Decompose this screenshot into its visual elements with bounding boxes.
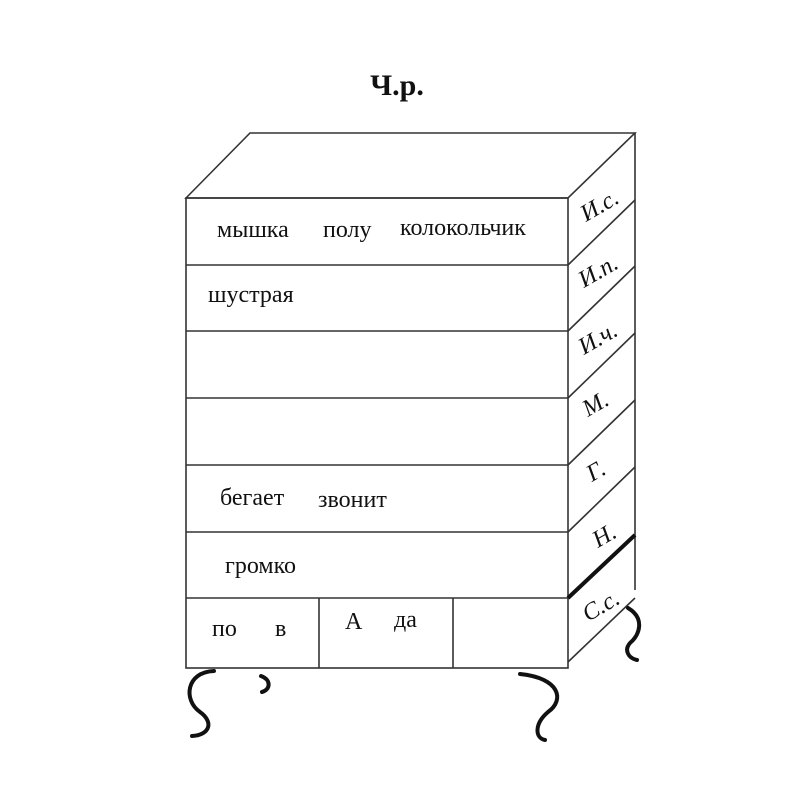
side-label: Н. (587, 519, 621, 554)
side-label: И.п. (573, 250, 623, 294)
drawer-1-word: полу (323, 217, 372, 243)
drawer-1-word: колокольчик (400, 215, 526, 241)
chest-legs (187, 606, 642, 742)
drawer-6-word: громко (225, 553, 296, 579)
drawer-1-word: мышка (217, 217, 289, 243)
chest-front (185, 197, 569, 669)
diagram-title: Ч.р. (370, 69, 424, 102)
side-label: М. (577, 387, 613, 423)
drawer-5-word: звонит (318, 487, 387, 513)
drawer-5-word: бегает (220, 485, 285, 511)
side-label: С.с. (578, 585, 624, 627)
chest-top (184, 132, 637, 199)
drawer-7-word: да (394, 607, 417, 633)
side-label: Г. (581, 456, 610, 488)
chest-side (566, 133, 637, 663)
drawer-7-word: по (212, 616, 237, 642)
drawer-2-word: шустрая (208, 282, 294, 308)
drawer-dividers (186, 264, 568, 668)
drawer-7-word: А (345, 609, 363, 635)
drawer-7-word: в (275, 616, 286, 642)
side-label: И.ч. (573, 317, 622, 360)
side-label: И.с. (575, 185, 623, 228)
